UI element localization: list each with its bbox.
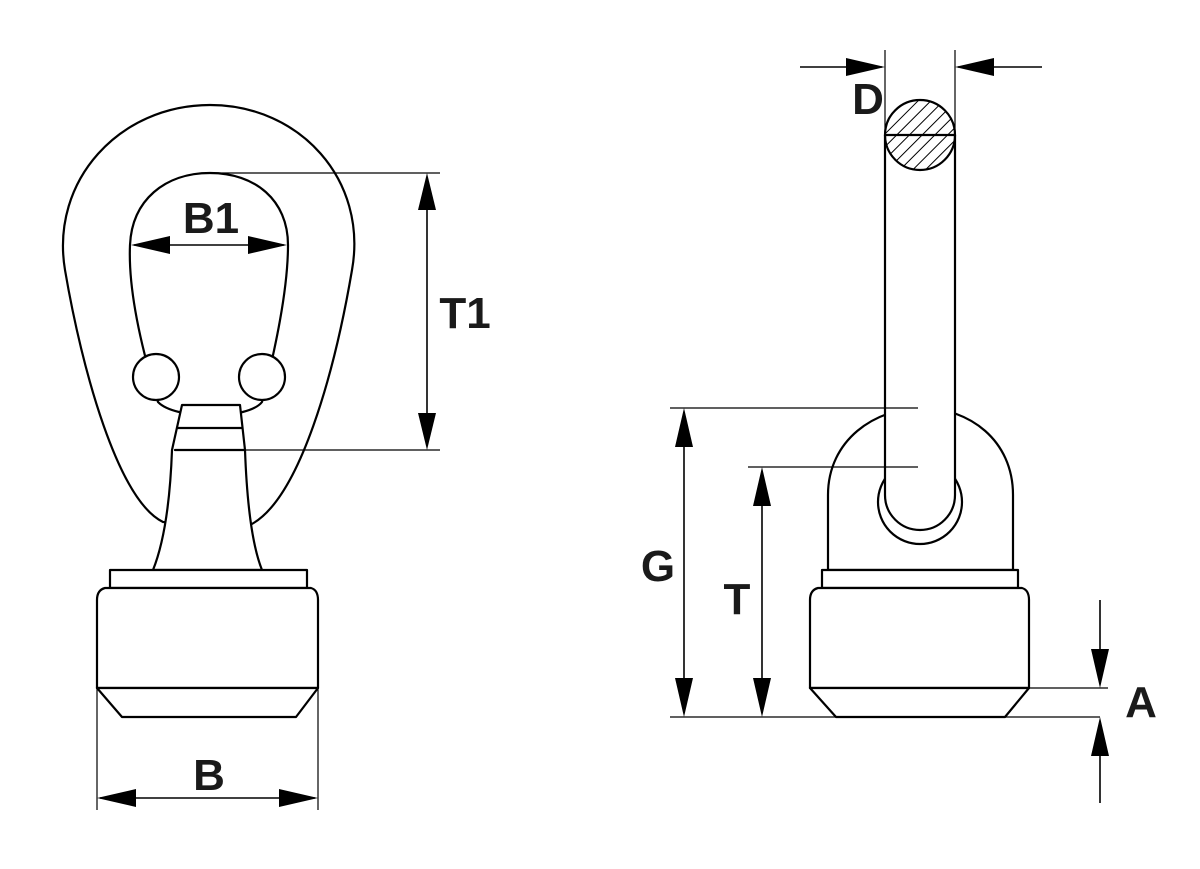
side-ring-section bbox=[883, 98, 957, 172]
front-inner-opening bbox=[128, 171, 290, 417]
d-arrow-left bbox=[846, 58, 885, 76]
b1-arrow-right bbox=[248, 236, 287, 254]
b-arrow-right bbox=[279, 789, 318, 807]
front-dimensions bbox=[96, 172, 440, 810]
label-d: D bbox=[852, 75, 884, 124]
label-b1: B1 bbox=[183, 194, 239, 243]
t-arrow-top bbox=[753, 467, 771, 506]
label-t1: T1 bbox=[439, 289, 490, 338]
front-view bbox=[62, 103, 356, 719]
b-arrow-left bbox=[97, 789, 136, 807]
front-chamfer bbox=[95, 686, 320, 719]
g-arrow-bottom bbox=[675, 678, 693, 717]
front-ball-right bbox=[237, 352, 287, 402]
label-t: T bbox=[724, 575, 751, 624]
side-view bbox=[808, 98, 1031, 719]
front-collar bbox=[108, 568, 309, 590]
g-arrow-top bbox=[675, 408, 693, 447]
t1-arrow-bottom bbox=[418, 413, 436, 450]
front-ball-left bbox=[131, 352, 181, 402]
d-arrow-right bbox=[955, 58, 994, 76]
side-ring-bar bbox=[883, 133, 957, 532]
side-chamfer bbox=[808, 686, 1031, 719]
t-arrow-bottom bbox=[753, 678, 771, 717]
b1-arrow-left bbox=[131, 236, 170, 254]
t1-arrow-top bbox=[418, 173, 436, 210]
side-collar bbox=[820, 568, 1020, 590]
a-arrow-bottom bbox=[1091, 717, 1109, 756]
label-b: B bbox=[193, 751, 225, 800]
side-base bbox=[808, 586, 1031, 690]
label-g: G bbox=[641, 542, 675, 591]
a-arrow-top bbox=[1091, 649, 1109, 688]
side-dimensions bbox=[670, 50, 1109, 803]
front-base bbox=[95, 586, 320, 690]
label-a: A bbox=[1125, 678, 1157, 727]
